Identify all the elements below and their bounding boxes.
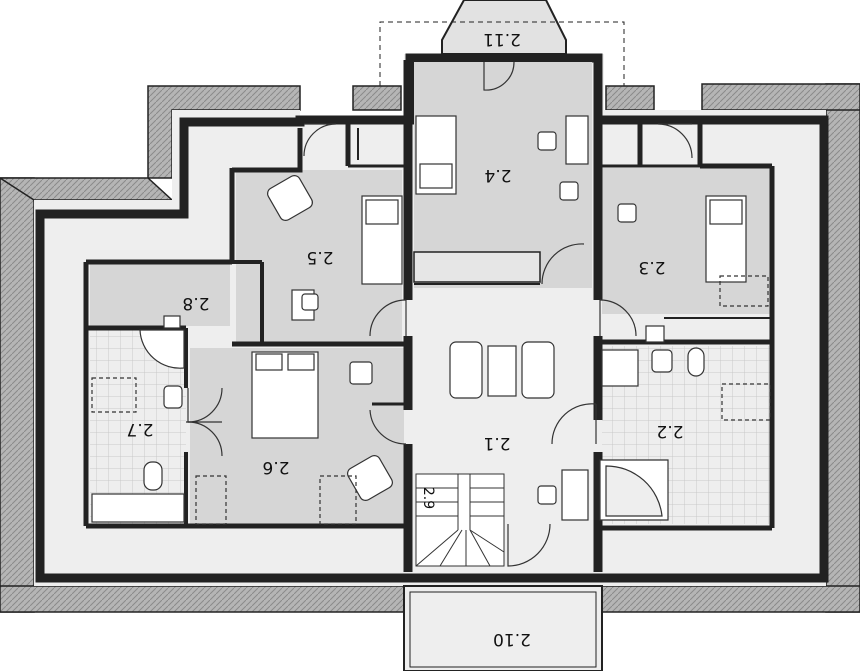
toilet-2-2 [687, 347, 705, 377]
toilet-2-7 [143, 461, 163, 491]
room-label-2-2: 2.2 [656, 421, 683, 441]
room-labels: 2.1 2.2 2.3 2.4 2.5 2.6 2.7 2.8 2.9 2.10… [126, 29, 683, 649]
interior-walls [83, 60, 775, 572]
sink-2-2 [651, 349, 673, 373]
room-label-2-5: 2.5 [306, 247, 333, 267]
room-label-2-1: 2.1 [483, 433, 510, 453]
room-label-2-9: 2.9 [420, 487, 436, 509]
coffee-table [487, 345, 517, 397]
armchair-2-6 [347, 455, 393, 501]
room-label-2-8: 2.8 [182, 293, 209, 313]
room-label-2-6: 2.6 [262, 457, 289, 477]
room-label-2-3: 2.3 [638, 257, 665, 277]
sink-2-7 [163, 385, 183, 409]
staircase [415, 473, 505, 567]
room-label-2-4: 2.4 [484, 165, 511, 185]
doors [186, 61, 693, 567]
desk-2-1 [561, 469, 589, 521]
sofa-left [449, 341, 483, 399]
furniture [91, 115, 771, 525]
outer-wall [35, 53, 829, 583]
room-label-2-11: 2.11 [483, 29, 521, 49]
balcony [403, 585, 603, 671]
shower-2-7 [139, 329, 185, 369]
sofa-right [521, 341, 555, 399]
room-label-2-10: 2.10 [493, 629, 531, 649]
bay-window [379, 0, 625, 86]
shower-2-2 [601, 349, 639, 387]
desk-2-4 [565, 115, 589, 165]
room-label-2-7: 2.7 [126, 419, 153, 439]
armchair-2-5 [267, 175, 313, 221]
